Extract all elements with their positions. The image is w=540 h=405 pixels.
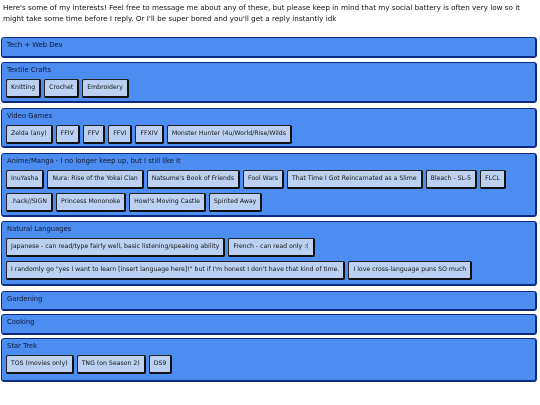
section-gardening: Gardening [1, 291, 537, 311]
chip-hack-sign[interactable]: .hack//SIGN [6, 193, 54, 212]
section-anime-manga: Anime/Manga - I no longer keep up, but I… [1, 153, 537, 217]
chip-list: InuYasha Nura: Rise of the Yokai Clan Na… [6, 170, 531, 212]
chip-ffvi[interactable]: FFVI [108, 125, 133, 144]
chip-list: Japanese - can read/type fairly well, ba… [6, 238, 531, 280]
chip-bleach[interactable]: Bleach - SL-5 [425, 170, 478, 189]
section-textile-crafts: Textile Crafts Knitting Crochet Embroide… [1, 62, 537, 103]
section-tech-web-dev: Tech + Web Dev [1, 37, 537, 58]
chip-zelda[interactable]: Zelda (any) [6, 125, 53, 144]
section-star-trek: Star Trek TOS (movies only) TNG (on Seas… [1, 338, 537, 382]
chip-flcl[interactable]: FLCL [480, 170, 506, 189]
chip-ffiv[interactable]: FFIV [55, 125, 80, 144]
section-cooking: Cooking [1, 314, 537, 335]
chip-ffv[interactable]: FFV [82, 125, 106, 144]
chip-natsume[interactable]: Natsume's Book of Friends [146, 170, 241, 189]
chip-nura[interactable]: Nura: Rise of the Yokai Clan [47, 170, 144, 189]
intro-text: Here's some of my interests! Feel free t… [3, 3, 521, 23]
section-natural-languages: Natural Languages Japanese - can read/ty… [1, 221, 537, 286]
chip-ds9[interactable]: DS9 [148, 355, 173, 374]
section-title: Anime/Manga - I no longer keep up, but I… [7, 157, 181, 165]
chip-list: TOS (movies only) TNG (on Season 2) DS9 [6, 355, 531, 374]
chip-random-language[interactable]: I randomly go "yes I want to learn [inse… [6, 261, 346, 280]
chip-japanese[interactable]: Japanese - can read/type fairly well, ba… [6, 238, 226, 257]
section-title: Tech + Web Dev [7, 41, 63, 49]
chip-slime[interactable]: That Time I Got Reincarnated as a Slime [286, 170, 423, 189]
chip-list: Zelda (any) FFIV FFV FFVI FFXIV Monster … [6, 125, 531, 144]
chip-spirited-away[interactable]: Spirited Away [208, 193, 263, 212]
chip-inuyasha[interactable]: InuYasha [6, 170, 45, 189]
section-title: Video Games [7, 112, 52, 120]
chip-fool-wars[interactable]: Fool Wars [243, 170, 284, 189]
section-title: Star Trek [7, 342, 38, 350]
chip-crochet[interactable]: Crochet [44, 79, 80, 98]
chip-list: Knitting Crochet Embroidery [6, 79, 531, 98]
chip-howls-moving-castle[interactable]: Howl's Moving Castle [129, 193, 206, 212]
section-title: Gardening [7, 295, 43, 303]
chip-cross-language-puns[interactable]: I love cross-language puns SO much [348, 261, 473, 280]
section-title: Natural Languages [7, 225, 72, 233]
chip-french[interactable]: French - can read only :( [228, 238, 315, 257]
chip-ffxiv[interactable]: FFXIV [135, 125, 164, 144]
chip-monster-hunter[interactable]: Monster Hunter (4u/World/Rise/Wilds [166, 125, 292, 144]
section-title: Cooking [7, 318, 35, 326]
section-title: Textile Crafts [7, 66, 52, 74]
chip-princess-mononoke[interactable]: Princess Mononoke [56, 193, 127, 212]
chip-embroidery[interactable]: Embroidery [82, 79, 129, 98]
chip-knitting[interactable]: Knitting [6, 79, 42, 98]
section-video-games: Video Games Zelda (any) FFIV FFV FFVI FF… [1, 108, 537, 148]
chip-tos[interactable]: TOS (movies only) [6, 355, 74, 374]
chip-tng[interactable]: TNG (on Season 2) [76, 355, 146, 374]
